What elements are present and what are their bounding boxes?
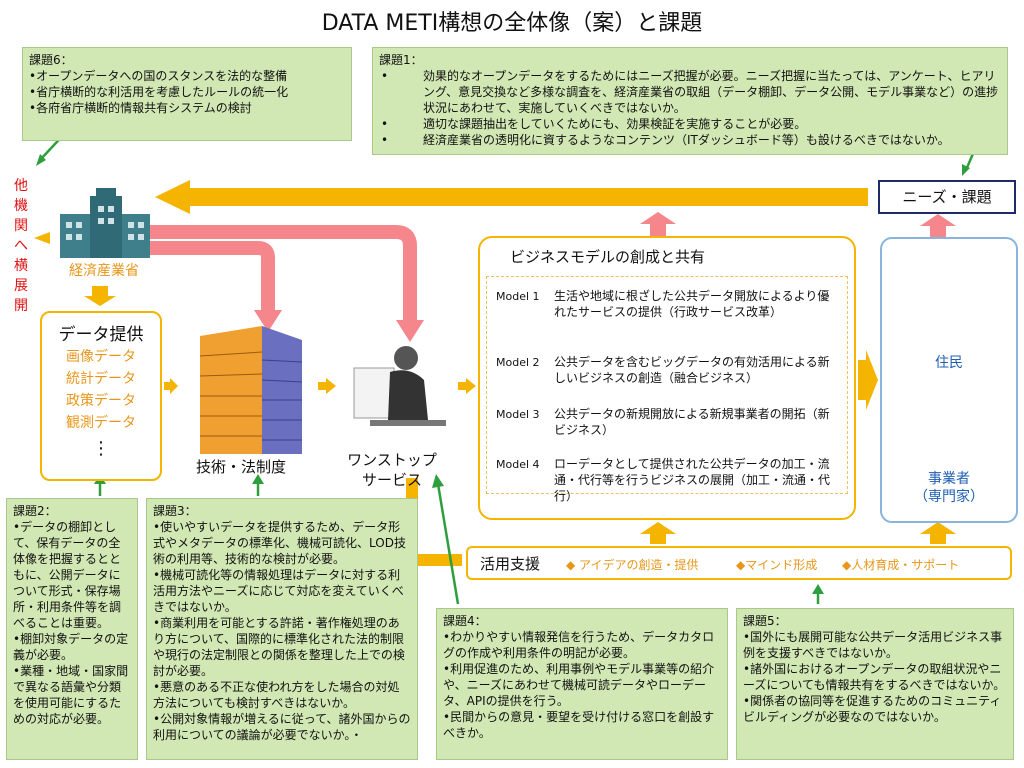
arrow-data-tech — [170, 378, 178, 394]
issue-1-title: 課題1： — [379, 53, 423, 67]
issue-5-item: •関係者の協同等を促進するためのコミュニティビルディングが必要なのではないか。 — [743, 694, 1002, 724]
issue-3-item: •商業利用を可能とする許諾・著作権処理のあり方について、国際的に標準化された法的… — [153, 616, 405, 678]
tech-law-label: 技術・法制度 — [196, 458, 287, 476]
issue-5-title: 課題5： — [743, 614, 787, 628]
operator-person-icon — [353, 346, 446, 426]
data-item: 画像データ — [66, 349, 136, 365]
issue-6-item: •各府省庁横断的情報共有システムの検討 — [29, 101, 252, 115]
issue-6-item: •省庁横断的な利活用を考慮したルールの統一化 — [29, 85, 289, 99]
business-model-list — [486, 276, 848, 494]
support-item: ◆マインド形成 — [736, 558, 818, 572]
model-label: Model 3 — [496, 408, 540, 421]
support-item: ◆人材育成・サポート — [842, 558, 960, 572]
issue-box-5: 課題5： •国外にも展開可能な公共データ活用ビジネス事例を支援すべきではないか。… — [736, 608, 1014, 760]
issue-4-title: 課題4： — [443, 614, 487, 628]
support-item: ◆ アイデアの創造・提供 — [566, 558, 699, 572]
model-text: 公共データの新規開放による新規事業者の開拓（新ビジネス） — [554, 407, 830, 437]
issue-5-item: •諸外国におけるオープンデータの取組状況やニーズについても情報共有をするべきでは… — [743, 662, 1006, 692]
issue-6-title: 課題6： — [29, 53, 73, 67]
arrow-onestop-bm — [466, 378, 476, 394]
issue-1-item: •経済産業省の透明化に資するようなコンテンツ（ITダッシュボード等）も設けるべき… — [381, 133, 950, 147]
model-label: Model 4 — [496, 458, 540, 471]
issue-box-3: 課題3： •使いやすいデータを提供するため、データ形式やメタデータの標準化、機械… — [146, 498, 418, 760]
issue-4-item: •利用促進のため、利用事例やモデル事業等の紹介や、ニーズにあわせて機械可読データ… — [443, 662, 715, 708]
down-arrow-data — [84, 286, 116, 306]
arrow-tech-onestop — [326, 378, 336, 394]
arrow-katsu-bm — [640, 522, 676, 544]
model-label: Model 1 — [496, 290, 540, 303]
arrow-onestop-katsu — [406, 478, 462, 566]
meti-label: 経済産業省 — [69, 263, 139, 279]
pink-arrow-tech — [150, 241, 275, 312]
top-feedback-arrow — [155, 180, 868, 214]
model-text: 公共データを含むビッグデータの有効活用による新しいビジネスの創造（融合ビジネス） — [554, 355, 830, 385]
issue-3-item: •機械可読化等の情報処理はデータに対する利活用方法やニーズに応じて対応を変えてい… — [153, 568, 404, 614]
data-provision-box — [40, 311, 162, 481]
arrow-bm-persons — [858, 350, 878, 410]
issue-3-item: •悪意のある不正な使われ方をした場合の対処方法についても検討すべきはないか。 — [153, 680, 400, 710]
pink-up-bm — [640, 212, 676, 236]
business-model-box — [478, 236, 856, 520]
issue-1-item: •適切な課題抽出をしていくためにも、効果検証を実施することが必要。 — [381, 117, 807, 131]
issue-box-6: 課題6： •オープンデータへの国のスタンスを法的な整備 •省庁横断的な利活用を考… — [22, 47, 352, 141]
pink-arrow-onestop — [150, 225, 417, 322]
model-text: ローデータとして提供された公共データの加工・流通・代行等を行うビジネスの展開（加… — [554, 457, 831, 503]
issue-1-item: •効果的なオープンデータをするためにはニーズ把握が必要。ニーズ把握に当たっては、… — [381, 69, 999, 115]
issue-2-item: •業種・地域・国家間で異なる語彙や分類を使用可能にするための対応が必要。 — [13, 664, 129, 726]
utilization-support-title: 活用支援 — [480, 555, 541, 573]
issue-3-item: •公開対象情報が増えるに従って、諸外国からの利用についての議論が必要でないか。・ — [153, 712, 411, 742]
issue-2-item: •データの棚卸として、保有データの全体像を把握するとともに、公開データについて形… — [13, 520, 122, 630]
data-item: 観測データ — [66, 415, 136, 431]
one-stop-service-label: ワンストップ サービス — [347, 451, 437, 489]
issue-2-title: 課題2： — [13, 504, 57, 518]
issue-2-item: •棚卸対象データの定義が必要。 — [13, 632, 129, 662]
issue-box-4: 課題4： •わかりやすい情報発信を行うため、データカタログの作成や利用条件の明記… — [436, 608, 728, 760]
issue-6-item: •オープンデータへの国のスタンスを法的な整備 — [29, 69, 288, 83]
business-operators-label: 事業者 （専門家） — [914, 471, 984, 505]
issue-box-2: 課題2： •データの棚卸として、保有データの全体像を把握するとともに、公開データ… — [6, 498, 138, 760]
business-model-title: ビジネスモデルの創成と共有 — [510, 248, 706, 266]
residents-label: 住民 — [935, 355, 963, 371]
stakeholders-box — [880, 237, 1018, 523]
data-item: 政策データ — [66, 393, 136, 409]
utilization-support-box — [466, 546, 1012, 580]
needs-issues-box: ニーズ・課題 — [878, 180, 1016, 214]
page-title: DATA METI構想の全体像（案）と課題 — [321, 11, 703, 36]
meti-building-icon — [60, 188, 150, 258]
firewall-icon — [199, 326, 303, 454]
data-item: 統計データ — [66, 371, 136, 387]
model-text: 生活や地域に根ざした公共データ開放によるより優れたサービスの提供（行政サービス改… — [554, 289, 830, 319]
other-agencies-label: 他機関へ横展開 — [14, 178, 28, 314]
issue-3-title: 課題3： — [153, 504, 197, 518]
issue-3-item: •使いやすいデータを提供するため、データ形式やメタデータの標準化、機械可読化、L… — [153, 520, 406, 566]
left-arrow — [34, 232, 50, 244]
issue-5-item: •国外にも展開可能な公共データ活用ビジネス事例を支援すべきではないか。 — [743, 630, 1003, 660]
data-provision-title: データ提供 — [58, 325, 144, 345]
model-label: Model 2 — [496, 356, 540, 369]
arrow-katsu-persons — [920, 522, 956, 544]
issue-4-item: •わかりやすい情報発信を行うため、データカタログの作成や利用条件の明記が必要。 — [443, 630, 715, 660]
issue-box-1: 課題1： •効果的なオープンデータをするためにはニーズ把握が必要。ニーズ把握に当… — [372, 47, 1008, 155]
data-ellipsis: ⋮ — [92, 438, 110, 459]
issue-4-item: •民間からの意見・要望を受け付ける窓口を創設すべきか。 — [443, 710, 715, 740]
pink-up-needs — [920, 214, 956, 238]
